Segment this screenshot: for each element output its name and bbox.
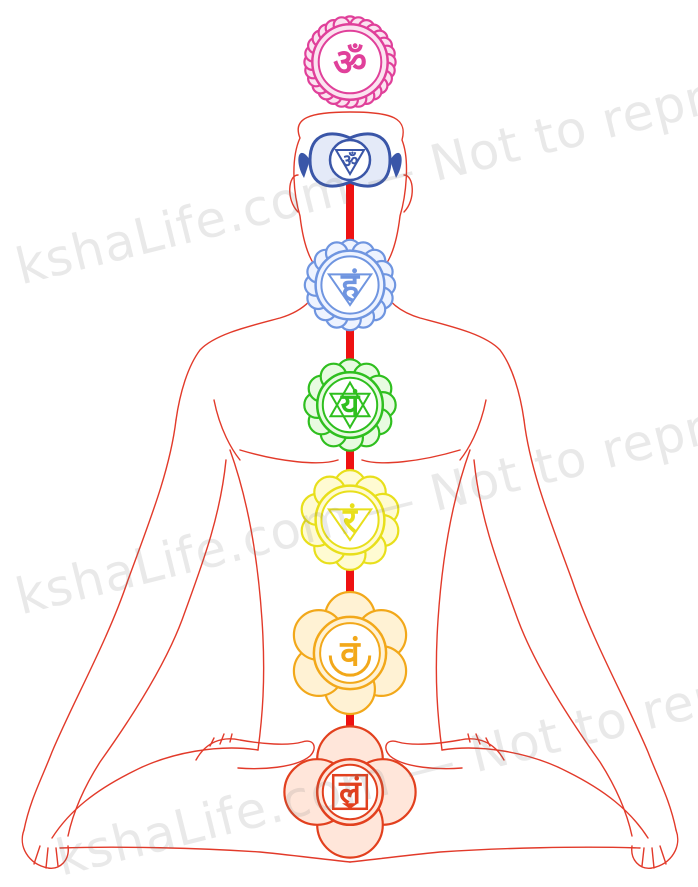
chakra-ajna: ॐ [298,134,401,186]
chakra-symbol: ॐ [333,41,367,84]
chakra-symbol: हं [340,266,361,306]
chakra-svadhisthana: वं [294,592,406,714]
chakra-anahata: यं [304,359,395,450]
chakra-manipura: रं [302,470,399,570]
chakra-symbol: ॐ [342,151,358,172]
chakra-symbol: वं [339,634,361,674]
chakra-symbol: लं [338,773,362,811]
chakra-muladhara: लं [284,726,415,857]
chakra-symbol: यं [340,386,361,424]
chakra-vishuddha: हं [305,240,395,330]
chakra-sahasrara: ॐ [304,16,395,107]
chakra-symbol: रं [342,501,358,541]
chakra-stack: ॐ ॐ हं यं रं वं लं [284,16,415,857]
